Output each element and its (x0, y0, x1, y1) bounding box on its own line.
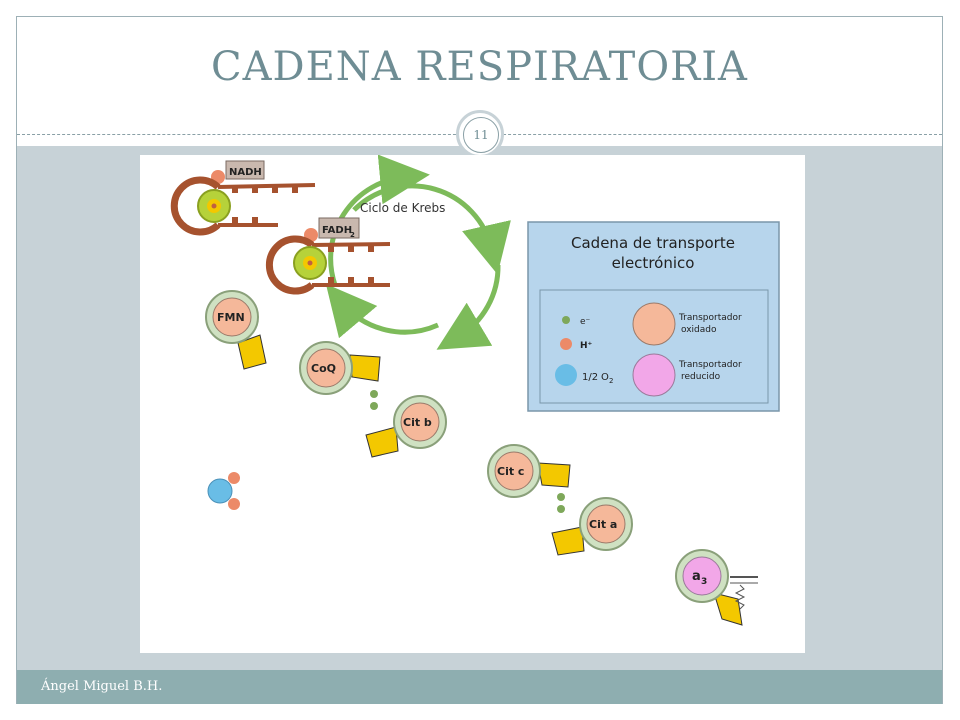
reduced-legend-dot (632, 353, 676, 397)
legend-oxygen-frac: 1/2 (582, 372, 598, 383)
legend-box: Cadena de transporte electrónico e⁻ H⁺ 1… (527, 221, 780, 412)
a3-label: a (692, 569, 701, 584)
slide-number-badge: 11 (456, 110, 504, 158)
footer-author: Ángel Miguel B.H. (41, 679, 163, 694)
nadh-membrane-arc (170, 176, 221, 236)
legend-electron: e⁻ (580, 317, 591, 327)
cit-c-label: Cit c (497, 465, 524, 478)
carrier-coq: CoQ (299, 341, 381, 395)
carrier-cit-b: Cit b (365, 395, 447, 458)
a3-sub: 3 (701, 577, 707, 587)
krebs-arrow-4 (328, 154, 430, 286)
nadh-complex: NADH (170, 160, 316, 236)
carrier-fmn: FMN (205, 290, 267, 370)
fmn-label: FMN (217, 311, 245, 324)
legend-oxidized-1: Transportador (678, 313, 742, 323)
electron-dot (370, 402, 378, 410)
coq-label: CoQ (311, 362, 336, 375)
diagram-svg: Ciclo de Krebs NADH FADH 2 (170, 154, 780, 626)
oxidized-legend-dot (632, 302, 676, 346)
krebs-arrow-1 (352, 183, 511, 275)
fadh-membrane-arc (265, 235, 315, 295)
krebs-arrow-2 (436, 264, 501, 350)
legend-oxygen: O (601, 372, 609, 383)
cit-b-label: Cit b (403, 416, 432, 429)
nadh-tag (225, 160, 265, 180)
oxygen-legend-dot (555, 364, 577, 386)
legend-reduced-2: reducido (681, 372, 721, 382)
legend-oxidized-2: oxidado (681, 325, 717, 335)
krebs-label: Ciclo de Krebs (360, 201, 445, 215)
slide-number: 11 (463, 117, 499, 153)
legend-title-1: Cadena de transporte (571, 234, 735, 252)
footer-bar: Ángel Miguel B.H. (17, 670, 942, 704)
krebs-arrow-3 (325, 283, 440, 339)
legend-reduced-1: Transportador (678, 360, 742, 370)
slide-title: CADENA RESPIRATORIA (211, 44, 748, 90)
krebs-cycle: Ciclo de Krebs (325, 154, 511, 350)
fadh-sub: 2 (350, 231, 355, 239)
fadh-tag (318, 217, 360, 239)
electron-dot (557, 505, 565, 513)
legend-proton: H⁺ (580, 341, 593, 351)
electron-dot (370, 390, 378, 398)
fadh2-complex: FADH 2 (265, 217, 391, 295)
carrier-cit-a: Cit a (551, 497, 633, 556)
respiratory-chain-diagram: Ciclo de Krebs NADH FADH 2 (140, 154, 805, 653)
water-molecule (207, 472, 240, 510)
electron-legend-dot (562, 316, 570, 324)
fadh-label: FADH (322, 225, 352, 236)
electron-dot (557, 493, 565, 501)
proton-legend-dot (560, 338, 572, 350)
legend-oxygen-sub: 2 (609, 377, 613, 385)
carrier-cit-c: Cit c (487, 444, 571, 498)
cit-a-label: Cit a (589, 518, 617, 531)
carrier-a3: a 3 (675, 549, 758, 626)
nadh-label: NADH (229, 167, 262, 178)
legend-title-2: electrónico (612, 254, 695, 272)
